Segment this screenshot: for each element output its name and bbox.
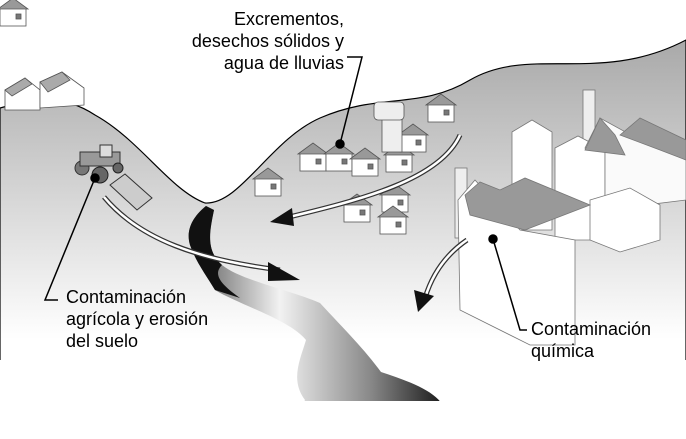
label-chemical: Contaminación química: [531, 319, 652, 361]
leader-lines: [43, 56, 527, 331]
farmhouses: [4, 71, 85, 111]
river: [188, 206, 449, 439]
label-agricultural: Contaminación agrícola y erosión del sue…: [66, 287, 209, 351]
factory: [454, 89, 686, 346]
village: [0, 0, 457, 235]
flow-arrows: [102, 133, 469, 312]
label-domestic: Excrementos, desechos sólidos y agua de …: [191, 9, 344, 73]
